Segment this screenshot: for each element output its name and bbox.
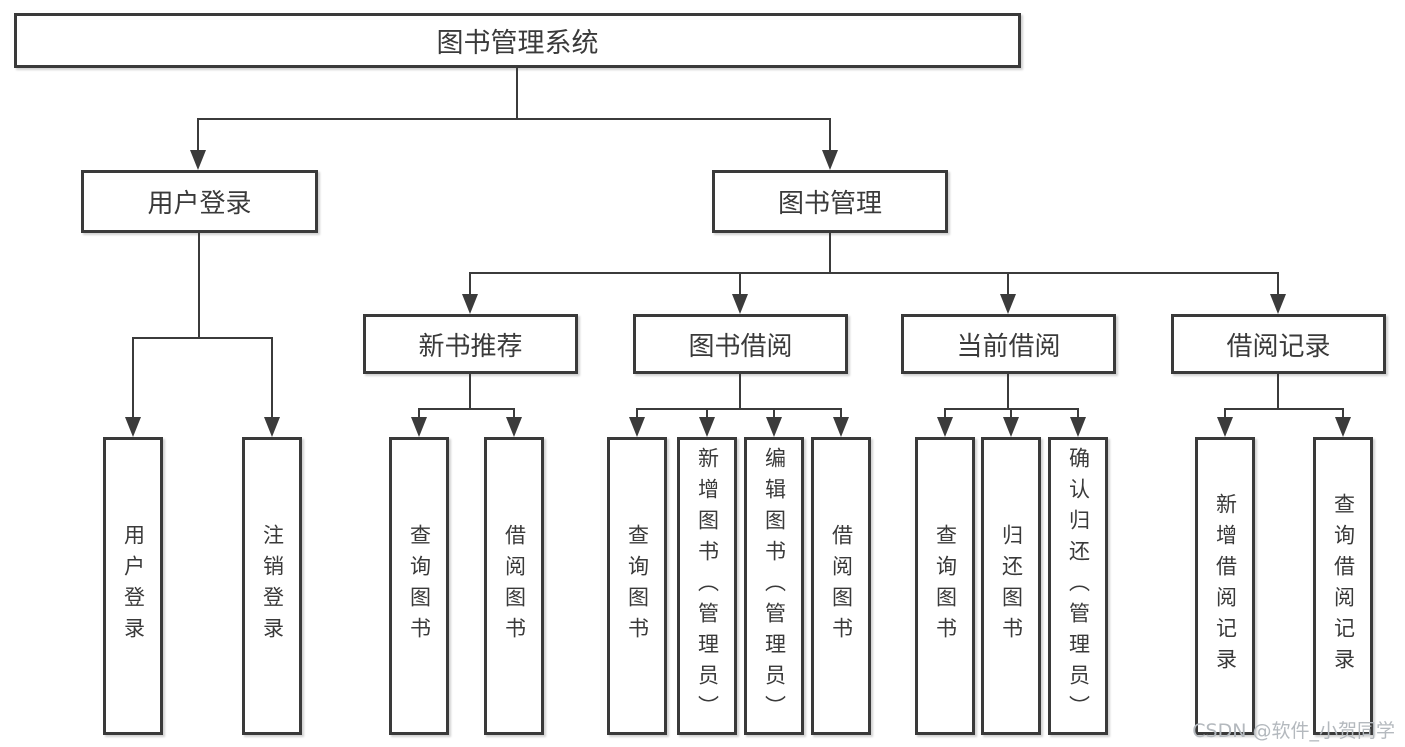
connector-g0-branchbar <box>418 408 515 410</box>
connector-g0-c1 <box>513 408 515 418</box>
leaf-query-borrow-record-label: 查询借阅记录 <box>1331 493 1356 679</box>
leaf-query-books-g2: 查询图书 <box>915 437 975 735</box>
connector-g1-c2 <box>773 408 775 418</box>
arrowhead-g1-c3 <box>833 417 849 437</box>
connector-g1-c1 <box>706 408 708 418</box>
node-book-borrow-label: 图书借阅 <box>688 331 793 362</box>
connector-to-new-book <box>469 272 471 295</box>
connector-g3-c0 <box>1224 408 1226 418</box>
arrowhead-g0-c1 <box>506 417 522 437</box>
connector-root-branchbar <box>197 118 831 120</box>
connector-to-leaf-logout <box>271 337 273 417</box>
leaf-user-login: 用户登录 <box>103 437 163 735</box>
connector-g2-stem <box>1007 374 1009 410</box>
leaf-add-borrow-record-label: 新增借阅记录 <box>1213 493 1238 679</box>
arrowhead-g3-c0 <box>1217 417 1233 437</box>
arrowhead-borrow-records <box>1270 294 1286 314</box>
leaf-add-borrow-record: 新增借阅记录 <box>1195 437 1255 735</box>
leaf-edit-books-admin: 编辑图书（管理员） <box>744 437 804 735</box>
connector-book-mgmt-branchbar <box>469 272 1279 274</box>
leaf-borrow-books-g0: 借阅图书 <box>484 437 544 735</box>
watermark: CSDN @软件_小贺同学 <box>1192 720 1395 742</box>
connector-to-borrow-records <box>1277 272 1279 295</box>
node-book-borrow: 图书借阅 <box>633 314 848 374</box>
leaf-borrow-books-g1-label: 借阅图书 <box>829 524 854 648</box>
connector-g1-branchbar <box>636 408 842 410</box>
leaf-confirm-return-admin-label: 确认归还（管理员） <box>1066 446 1091 726</box>
arrowhead-g1-c1 <box>699 417 715 437</box>
node-new-book-recommend-label: 新书推荐 <box>418 331 523 362</box>
node-user-login: 用户登录 <box>81 170 318 233</box>
leaf-add-books-admin: 新增图书（管理员） <box>677 437 737 735</box>
connector-to-current-borrow <box>1007 272 1009 295</box>
arrowhead-g1-c0 <box>629 417 645 437</box>
connector-book-mgmt-stem <box>829 233 831 274</box>
connector-user-login-stem <box>198 233 200 339</box>
arrowhead-current-borrow <box>1000 294 1016 314</box>
leaf-add-books-admin-label: 新增图书（管理员） <box>695 446 720 726</box>
connector-g1-c0 <box>636 408 638 418</box>
arrowhead-g2-c1 <box>1003 417 1019 437</box>
leaf-query-books-g0: 查询图书 <box>389 437 449 735</box>
node-book-management: 图书管理 <box>712 170 948 233</box>
connector-to-leaf-login <box>132 337 134 417</box>
arrowhead-g0-c0 <box>411 417 427 437</box>
leaf-user-login-label: 用户登录 <box>121 524 146 648</box>
arrowhead-g2-c0 <box>937 417 953 437</box>
node-borrow-records: 借阅记录 <box>1171 314 1386 374</box>
leaf-query-borrow-record: 查询借阅记录 <box>1313 437 1373 735</box>
connector-g0-stem <box>469 374 471 410</box>
leaf-return-books: 归还图书 <box>981 437 1041 735</box>
connector-g3-branchbar <box>1224 408 1344 410</box>
arrowhead-g3-c1 <box>1335 417 1351 437</box>
connector-g1-c3 <box>840 408 842 418</box>
connector-g1-stem <box>739 374 741 410</box>
leaf-confirm-return-admin: 确认归还（管理员） <box>1048 437 1108 735</box>
connector-to-book-borrow <box>739 272 741 295</box>
arrowhead-g2-c2 <box>1070 417 1086 437</box>
node-new-book-recommend: 新书推荐 <box>363 314 578 374</box>
arrowhead-book-mgmt <box>822 150 838 170</box>
node-root-label: 图书管理系统 <box>436 28 599 59</box>
arrowhead-leaf-logout <box>264 417 280 437</box>
node-borrow-records-label: 借阅记录 <box>1226 331 1331 362</box>
leaf-logout: 注销登录 <box>242 437 302 735</box>
arrowhead-leaf-login <box>125 417 141 437</box>
leaf-query-books-g2-label: 查询图书 <box>933 524 958 648</box>
connector-g2-c1 <box>1010 408 1012 418</box>
leaf-query-books-g1-label: 查询图书 <box>625 524 650 648</box>
node-root: 图书管理系统 <box>14 13 1021 68</box>
connector-g2-c0 <box>944 408 946 418</box>
node-book-management-label: 图书管理 <box>777 189 882 219</box>
leaf-return-books-label: 归还图书 <box>999 524 1024 648</box>
connector-g3-c1 <box>1342 408 1344 418</box>
leaf-edit-books-admin-label: 编辑图书（管理员） <box>762 446 787 726</box>
arrowhead-new-book <box>462 294 478 314</box>
connector-user-login-branchbar <box>132 337 273 339</box>
node-current-borrow-label: 当前借阅 <box>956 331 1061 362</box>
connector-g3-stem <box>1277 374 1279 410</box>
connector-g2-c2 <box>1077 408 1079 418</box>
leaf-query-books-g1: 查询图书 <box>607 437 667 735</box>
arrowhead-book-borrow <box>732 294 748 314</box>
connector-root-to-book-mgmt <box>829 118 831 151</box>
node-user-login-label: 用户登录 <box>147 189 252 219</box>
arrowhead-g1-c2 <box>766 417 782 437</box>
arrowhead-user-login <box>190 150 206 170</box>
connector-root-stem <box>516 68 518 120</box>
leaf-borrow-books-g0-label: 借阅图书 <box>502 524 527 648</box>
leaf-logout-label: 注销登录 <box>260 524 285 648</box>
leaf-query-books-g0-label: 查询图书 <box>407 524 432 648</box>
node-current-borrow: 当前借阅 <box>901 314 1116 374</box>
leaf-borrow-books-g1: 借阅图书 <box>811 437 871 735</box>
connector-root-to-user-login <box>197 118 199 151</box>
connector-g0-c0 <box>418 408 420 418</box>
